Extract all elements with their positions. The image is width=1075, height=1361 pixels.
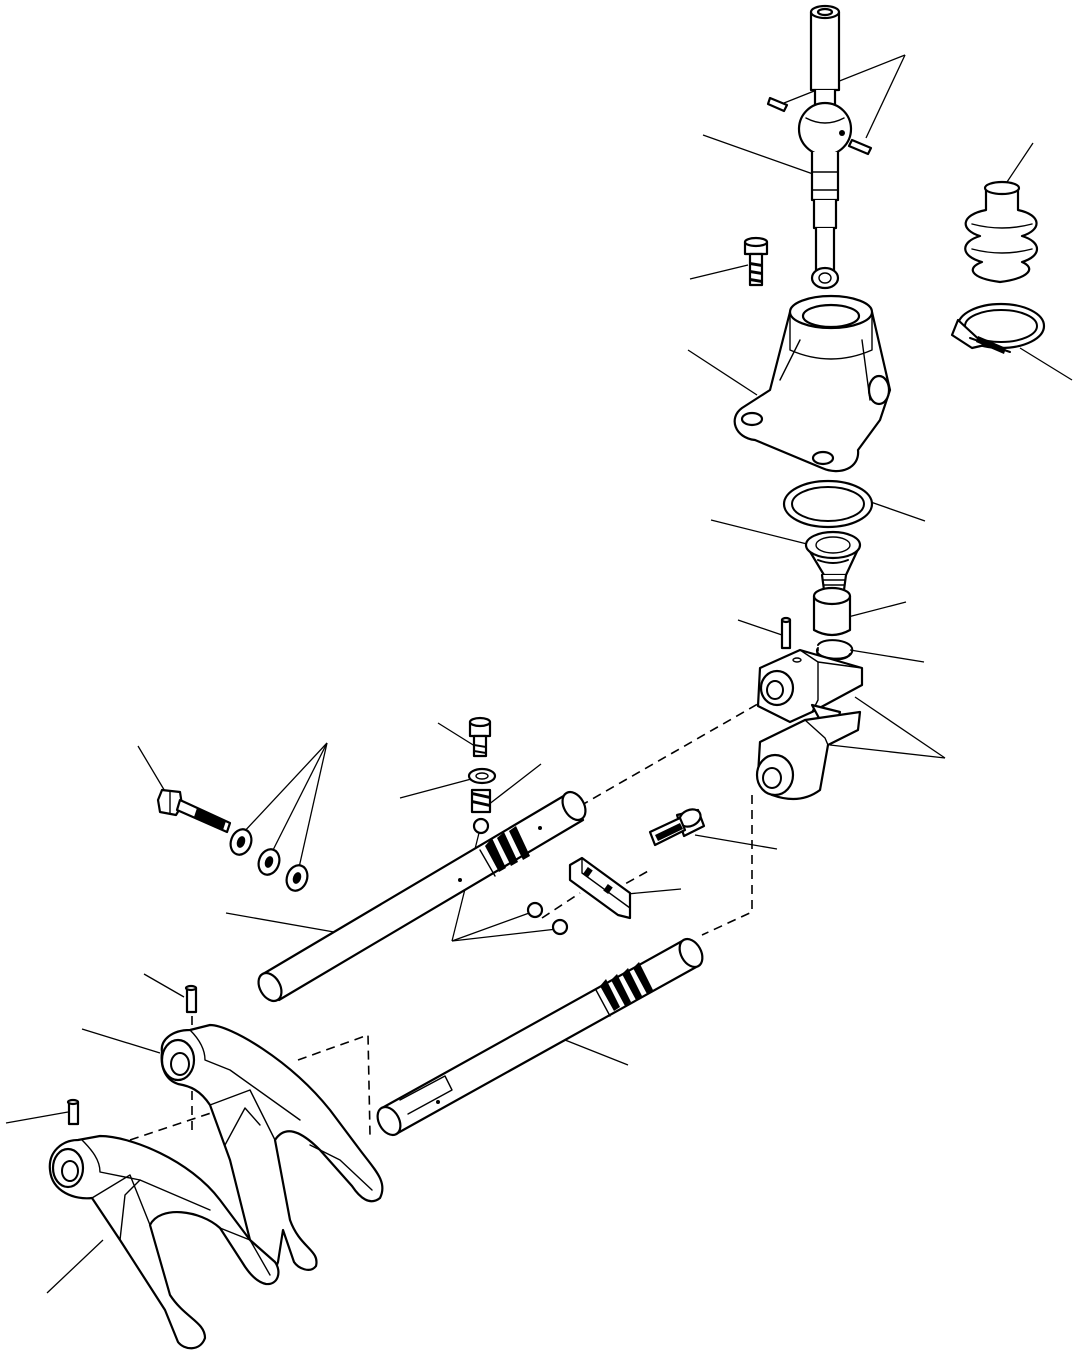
detent-washer — [467, 767, 497, 785]
fork-roll-pin-upper — [184, 984, 198, 1014]
detent-spring — [470, 788, 492, 814]
fork-bolt — [156, 788, 232, 834]
upper-shift-rail — [257, 790, 587, 1003]
lever-pins — [766, 96, 873, 156]
gear-lever — [797, 4, 853, 290]
leader-lines — [5, 54, 1073, 1294]
spring-seat — [804, 530, 862, 592]
roll-pin — [780, 616, 792, 650]
shift-blocks — [755, 648, 864, 801]
fork-washers — [229, 828, 309, 892]
lower-shift-fork — [48, 1134, 280, 1350]
upper-shift-fork — [160, 1023, 384, 1277]
housing-o-ring — [782, 479, 874, 529]
lower-shift-rail — [376, 937, 704, 1137]
bushing — [812, 586, 852, 637]
detent-ball — [472, 817, 490, 835]
lever-housing — [733, 294, 892, 473]
detent-bolt — [468, 716, 492, 758]
fork-roll-pin-lower — [66, 1098, 80, 1126]
interlock-plate — [568, 856, 632, 920]
interlock-balls — [526, 901, 569, 936]
rubber-boot — [964, 180, 1039, 284]
block-screw — [648, 808, 706, 847]
boot-clamp — [950, 302, 1046, 354]
lever-bolt — [743, 236, 769, 287]
